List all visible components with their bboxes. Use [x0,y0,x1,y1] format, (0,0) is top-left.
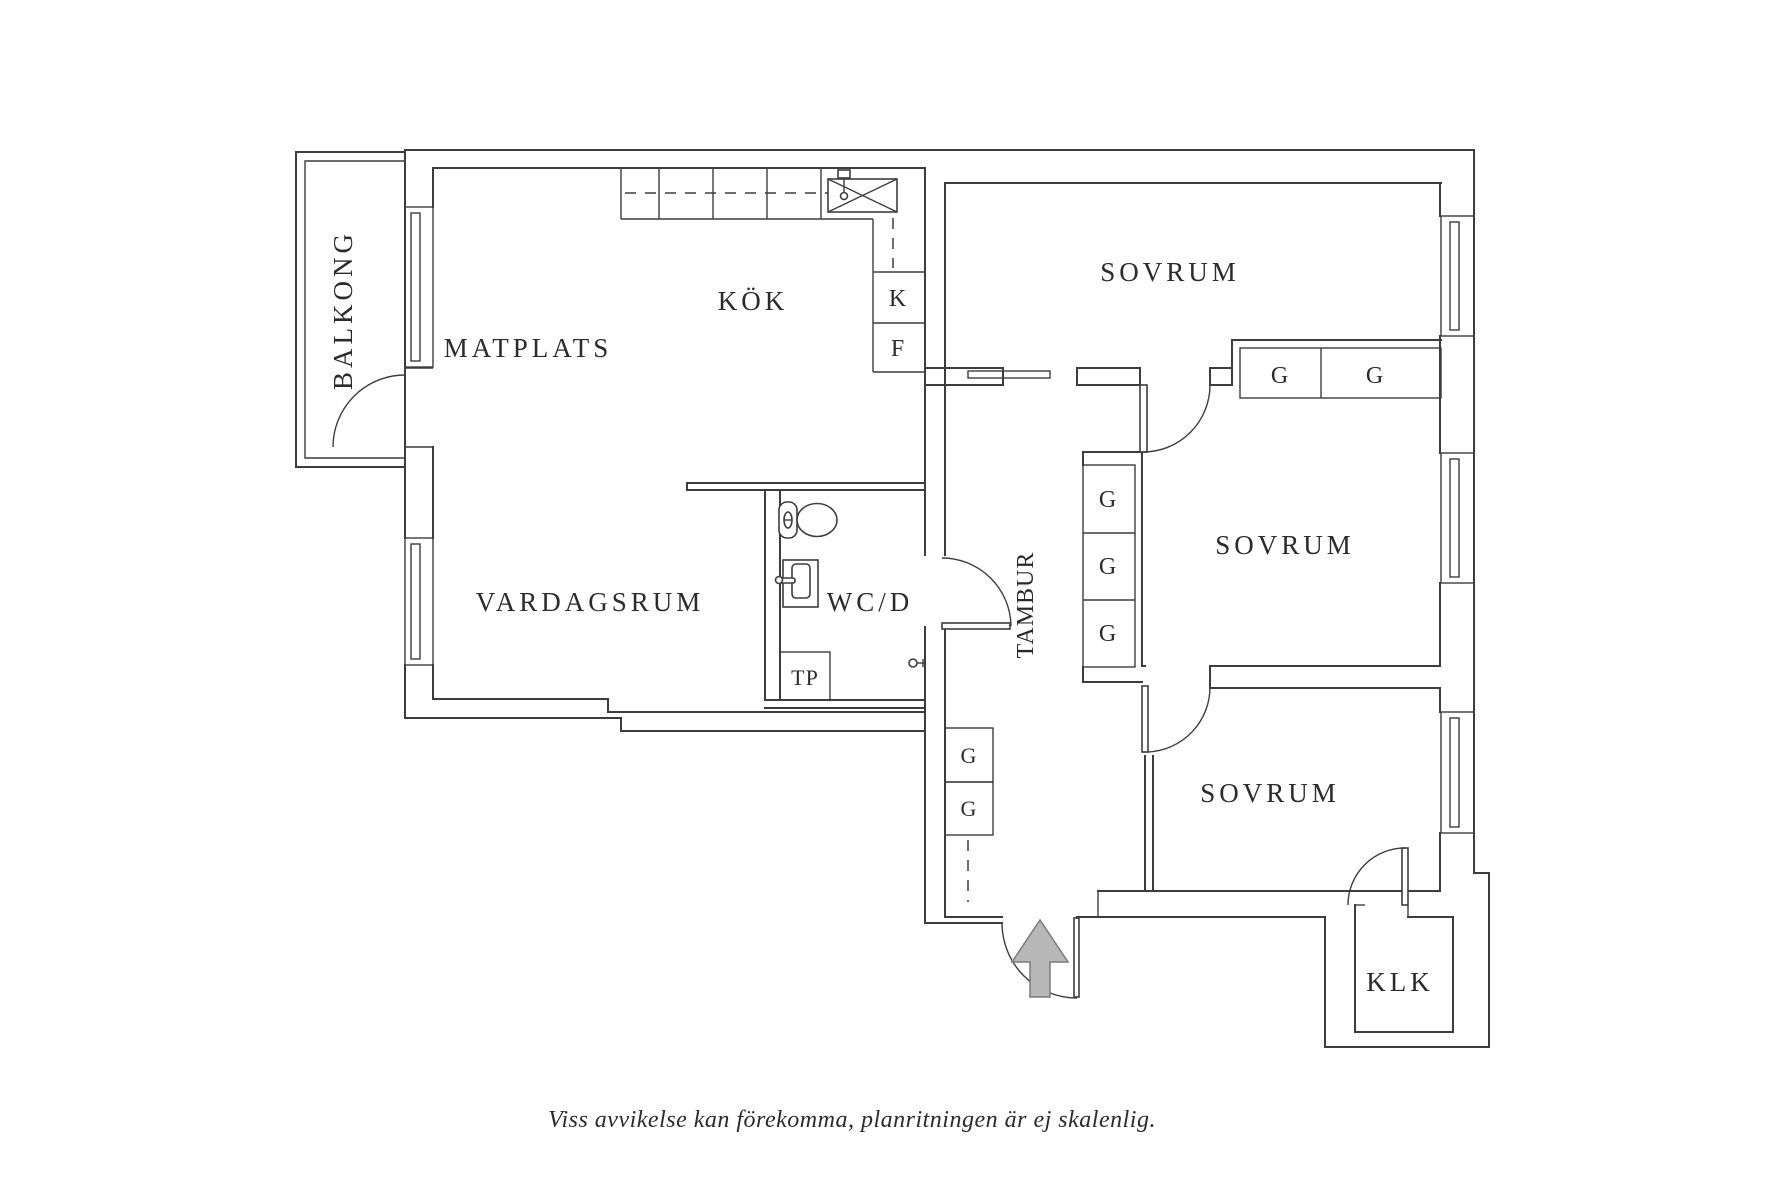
label-living: VARDAGSRUM [476,587,705,617]
kitchen-sink-icon [827,169,898,213]
sliding-door-bedroom-top [967,370,1051,379]
label-wardrobe-g1: G [1271,363,1289,389]
label-fridge: K [889,286,907,312]
wc-door-lock-icon [908,658,926,668]
label-balcony: BALKONG [328,230,358,390]
balcony-door-arc [332,374,406,448]
label-freezer: F [891,336,905,362]
label-wardrobe-g4: G [1099,554,1117,580]
wardrobes-bedroom-top [1239,347,1442,399]
sink-icon [774,559,819,608]
label-closet: KLK [1366,967,1434,997]
label-bedroom-top: SOVRUM [1100,257,1240,287]
label-bedroom-middle: SOVRUM [1215,530,1355,560]
label-laundry: TP [791,665,819,690]
label-kitchen: KÖK [718,286,789,316]
label-hall: TAMBUR [1013,552,1039,659]
window-bedroom-bottom [1440,711,1475,834]
window-bedroom-middle [1440,452,1475,584]
label-dining: MATPLATS [444,333,613,363]
label-wardrobe-g3: G [1099,487,1117,513]
klk-outline [1354,904,1454,1033]
wardrobes-hall-column [1082,464,1136,668]
laundry-unit [779,651,831,701]
kitchen-counter [620,168,925,373]
label-wardrobe-g6: G [961,743,978,768]
window-bedroom-top [1440,215,1475,337]
wardrobes-entrance [944,727,994,902]
door-klk [1347,847,1409,906]
door-bedroom-bottom [1141,685,1211,753]
toilet-icon [778,501,838,539]
entrance-door [1001,917,1080,999]
window-dining [404,206,434,368]
label-bedroom-bottom: SOVRUM [1200,778,1340,808]
window-living [404,537,434,666]
label-wardrobe-g5: G [1099,621,1117,647]
label-wardrobe-g2: G [1366,363,1384,389]
door-wc [941,557,1012,630]
label-wardrobe-g7: G [961,796,978,821]
disclaimer-text: Viss avvikelse kan förekomma, planritnin… [548,1107,1156,1133]
label-bathroom: WC/D [827,587,914,617]
entrance-arrow-icon [1010,918,1070,998]
door-bedroom-middle [1139,384,1211,453]
